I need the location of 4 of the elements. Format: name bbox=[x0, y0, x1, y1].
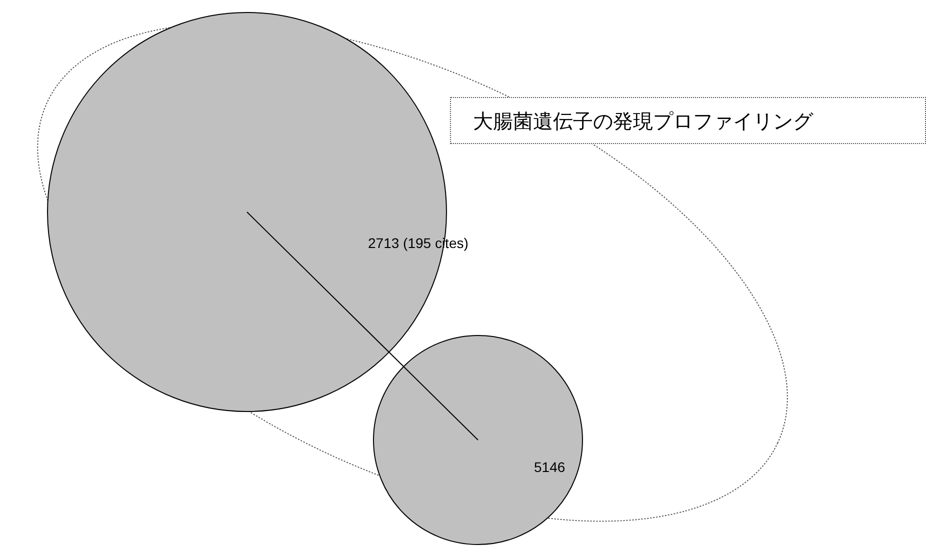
connector-line bbox=[246, 212, 478, 440]
title-box bbox=[450, 97, 926, 144]
circle-label: 5146 bbox=[534, 459, 566, 475]
title-text: 大腸菌遺伝子の発現プロファイリング bbox=[473, 110, 813, 135]
